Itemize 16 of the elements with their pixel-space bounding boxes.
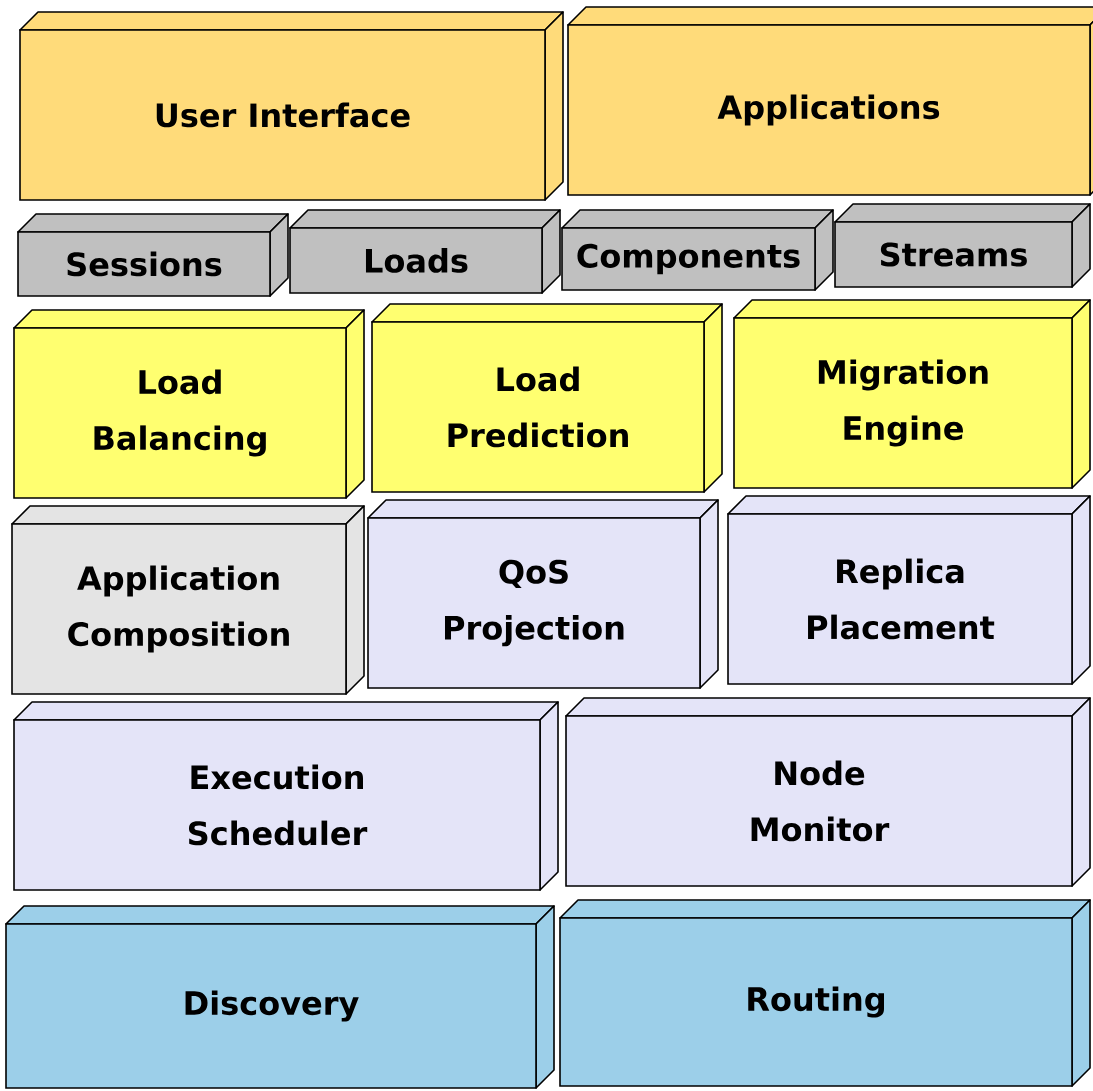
layer-block: Streams	[834, 203, 1091, 288]
layer-block: Execution Scheduler	[13, 701, 559, 891]
layer-block: Loads	[289, 209, 561, 294]
layer-block: Replica Placement	[727, 495, 1091, 685]
layer-block: Load Prediction	[371, 303, 723, 493]
layer-block: User Interface	[19, 11, 564, 201]
layer-block: Discovery	[5, 905, 555, 1089]
layer-block: Load Balancing	[13, 309, 365, 499]
layer-block: Application Composition	[11, 505, 365, 695]
layer-block: Sessions	[17, 213, 289, 297]
layer-block: Node Monitor	[565, 697, 1091, 887]
layer-block: Components	[561, 209, 834, 291]
layer-block: QoS Projection	[367, 499, 719, 689]
layer-block: Migration Engine	[733, 299, 1091, 489]
layer-block: Applications	[567, 6, 1093, 196]
layer-block: Routing	[559, 899, 1091, 1087]
